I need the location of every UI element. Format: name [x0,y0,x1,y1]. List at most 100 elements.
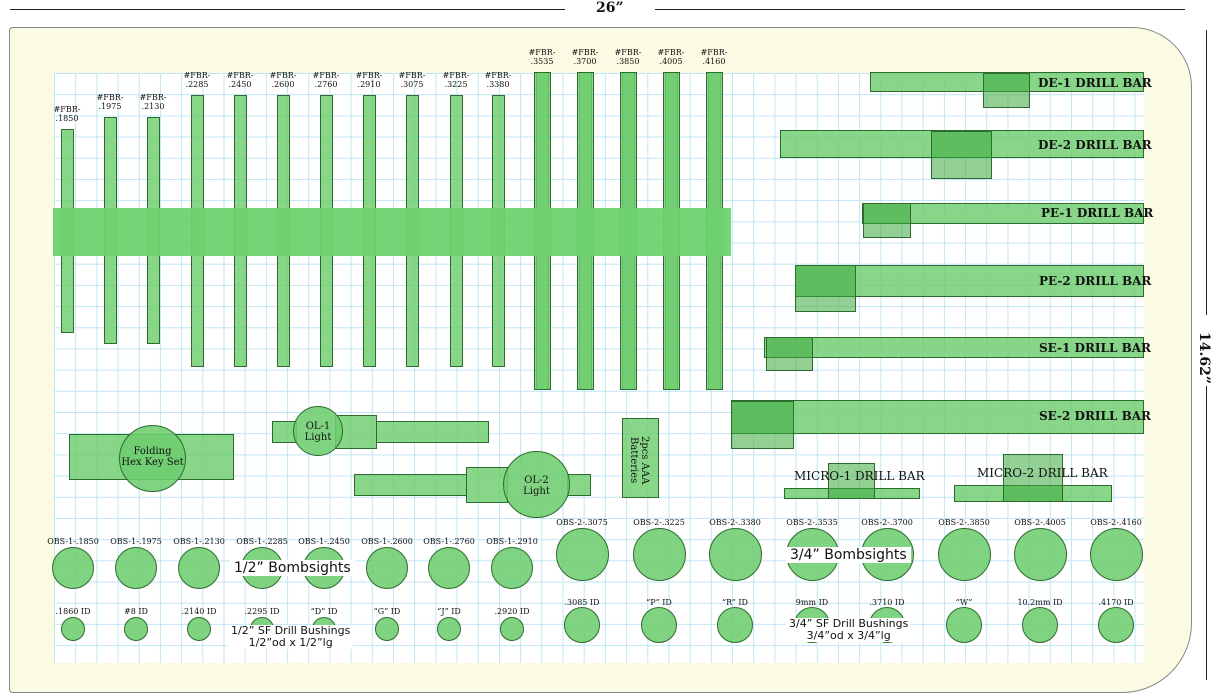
obs2-label: OBS-2-.3225 [633,518,685,527]
drill-bar-slot [731,400,1144,434]
obs2-label: OBS-2-.3380 [709,518,761,527]
bushing2-label: “W” [955,598,973,607]
fbr-label: #FBR- .3380 [484,71,512,89]
drill-bar-block [795,265,856,312]
drill-bar-block [931,131,992,179]
fbr-label: #FBR- .4160 [700,48,728,66]
obs2-circle [709,528,762,581]
bushing2-circle [564,607,600,643]
bushing1-circle [437,617,461,641]
half-bushings-banner: 1/2” SF Drill Bushings 1/2”od x 1/2”lg [228,625,354,649]
drill-bar-block [731,401,794,449]
fbr-label: #FBR- .3225 [442,71,470,89]
hex-key-circle [119,425,186,492]
drill-bar-label: PE-1 DRILL BAR [1041,206,1154,220]
obs1-circle [178,547,220,589]
drill-bar-slot [862,203,1144,224]
bushing1-label: .2140 ID [181,607,217,616]
three-quarter-bushings-banner: 3/4” SF Drill Bushings 3/4”od x 3/4”lg [786,618,912,642]
fbr-label: #FBR- .2760 [312,71,340,89]
foam-tray-board [9,27,1192,693]
bushing1-circle [124,617,148,641]
obs2-label: OBS-2-.4005 [1014,518,1066,527]
obs2-label: OBS-2-.3535 [786,518,838,527]
ol2-slot-right [567,474,591,496]
fbr-label: #FBR- .1975 [96,93,124,111]
bushing2-circle [1022,607,1058,643]
bushing2-label: 10.2mm ID [1017,598,1063,607]
drill-bar-label: SE-2 DRILL BAR [1039,409,1152,423]
fbr-label: #FBR- .3535 [528,48,556,66]
bushing1-label: “G” ID [373,607,401,616]
bushing2-circle [717,607,753,643]
bushing1-circle [61,617,85,641]
fbr-label: #FBR- .2600 [269,71,297,89]
micro2-block [1003,454,1063,502]
obs2-circle [938,528,991,581]
obs2-label: OBS-2-.3075 [556,518,608,527]
bushing1-label: .2295 ID [244,607,280,616]
drill-bar-block [863,203,911,238]
micro1-block [828,463,875,499]
obs1-circle [491,547,533,589]
bushing2-label: “P” ID [646,598,672,607]
drill-bar-label: DE-1 DRILL BAR [1038,76,1152,90]
ol1-slot-right [376,421,489,443]
bushing1-circle [375,617,399,641]
half-bombsights-banner: 1/2” Bombsights [230,560,355,576]
obs1-label: OBS-1-.2760 [423,537,475,546]
fbr-label: #FBR- .4005 [657,48,685,66]
height-dimension-line-bottom [1206,380,1207,680]
drill-bar-label: SE-1 DRILL BAR [1039,341,1152,355]
fbr-label: #FBR- .2450 [226,71,254,89]
fbr-label: #FBR- .3850 [614,48,642,66]
bushing2-label: .4170 ID [1098,598,1134,607]
bushing2-circle [641,607,677,643]
micro2-label: MICRO-2 DRILL BAR [977,466,1108,480]
bushing2-circle [946,607,982,643]
obs1-label: OBS-1-.1975 [110,537,162,546]
drill-bar-label: DE-2 DRILL BAR [1038,138,1152,152]
ol1-circle [293,406,343,456]
obs1-label: OBS-1-.2600 [361,537,413,546]
obs1-circle [115,547,157,589]
fbr-label: #FBR- .2285 [183,71,211,89]
bushing2-label: “R” ID [722,598,748,607]
fbr-rail [53,208,731,256]
bushing1-label: “J” ID [437,607,461,616]
bushing2-circle [1098,607,1134,643]
obs1-label: OBS-1-.2130 [173,537,225,546]
width-dimension-label: 26” [596,0,624,16]
bushing1-label: #8 ID [124,607,148,616]
three-quarter-bombsights-banner: 3/4” Bombsights [786,547,911,563]
fbr-label: #FBR- .2130 [139,93,167,111]
hex-key-label: Folding Hex Key Set [121,446,184,468]
obs2-label: OBS-2-.3850 [938,518,990,527]
height-dimension-label: 14.62” [1196,330,1212,386]
obs2-label: OBS-2-.4160 [1090,518,1142,527]
batteries-slot [622,418,659,498]
fbr-label: #FBR- .3700 [571,48,599,66]
fbr-label: #FBR- .1850 [53,105,81,123]
obs2-circle [1014,528,1067,581]
bushing1-label: .1860 ID [55,607,91,616]
obs1-label: OBS-1-.2910 [486,537,538,546]
ol2-circle [503,451,570,518]
obs1-label: OBS-1-.2285 [236,537,288,546]
obs1-circle [428,547,470,589]
obs2-label: OBS-2-.3700 [861,518,913,527]
drill-bar-block [766,337,813,371]
obs1-label: OBS-1-.1850 [47,537,99,546]
bushing1-circle [500,617,524,641]
bushing1-circle [187,617,211,641]
ol2-slot-left [354,474,467,496]
obs1-circle [366,547,408,589]
obs2-circle [633,528,686,581]
height-dimension-line-top [1206,30,1207,315]
ol1-label: OL-1 Light [304,421,332,443]
ol2-slot-mid [466,467,508,503]
width-dimension-line-right [655,9,1185,10]
bushing2-label: .3085 ID [564,598,600,607]
obs2-circle [1090,528,1143,581]
bushing1-label: .2920 ID [494,607,530,616]
